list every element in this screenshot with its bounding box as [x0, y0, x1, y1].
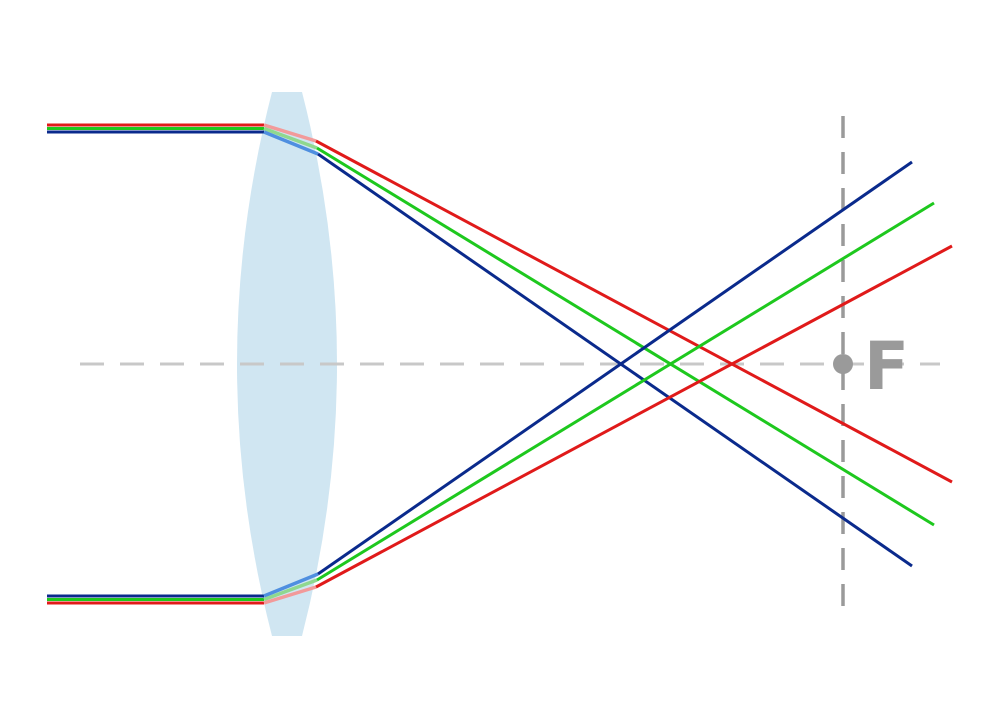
- ray-green-top-in-lens: [263, 126, 318, 150]
- ray-red-bottom-refracted: [315, 244, 953, 589]
- ray-green-top-refracted: [316, 146, 935, 527]
- focal-point-dot: [833, 354, 853, 374]
- ray-green-bottom-in-lens: [263, 578, 318, 602]
- focal-point-label: F: [864, 328, 909, 405]
- ray-green-bottom-refracted: [316, 201, 935, 582]
- ray-red-top-refracted: [315, 139, 953, 484]
- ray-blue-top-refracted: [317, 152, 913, 568]
- ray-red-bottom-in-lens: [263, 585, 317, 605]
- ray-red-top-in-lens: [263, 123, 317, 143]
- ray-blue-bottom-refracted: [317, 160, 913, 576]
- ray-blue-bottom-in-lens: [263, 572, 319, 598]
- ray-blue-top-in-lens: [263, 130, 319, 156]
